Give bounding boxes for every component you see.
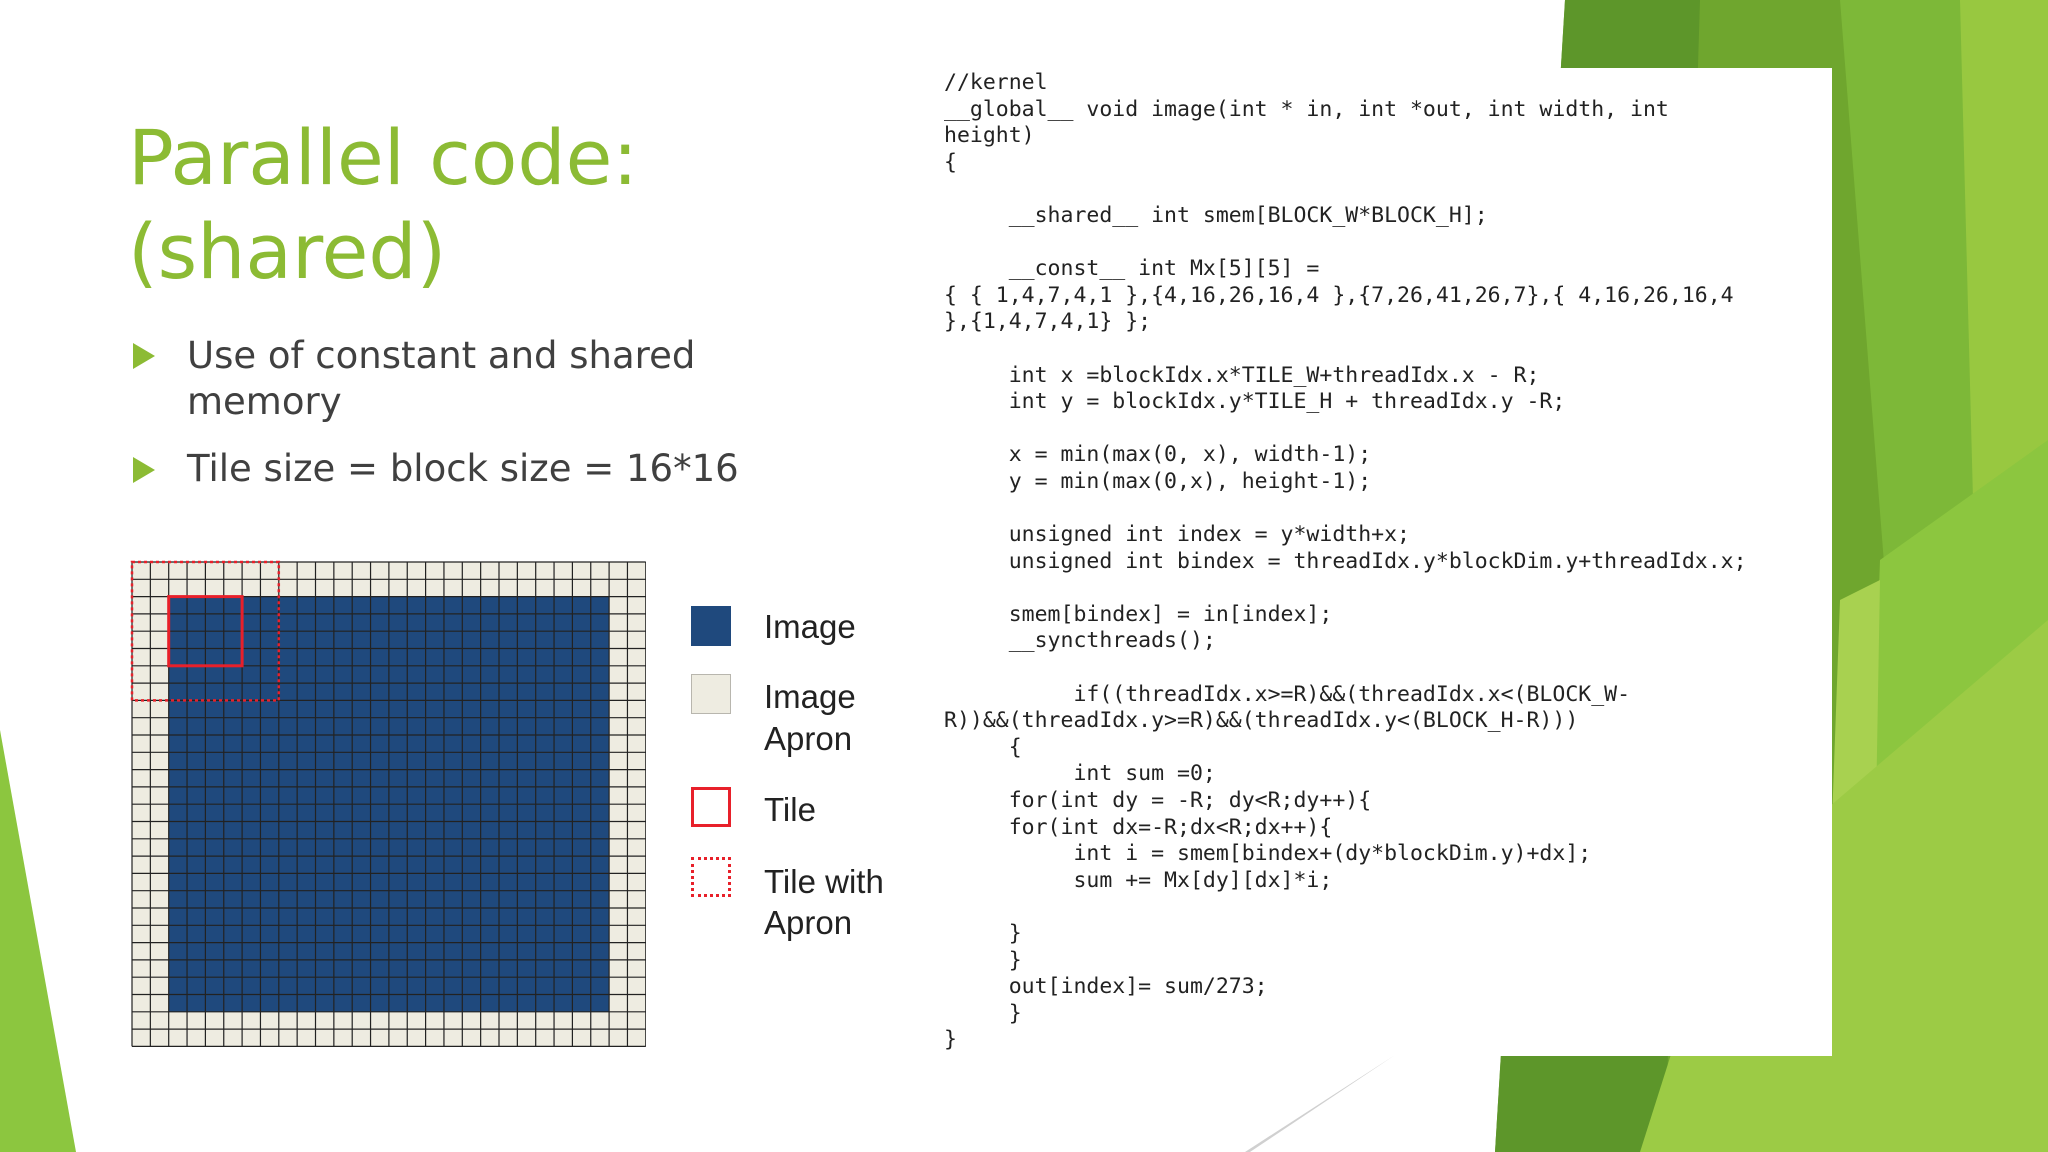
code-panel [926,68,1832,1056]
bullet-1-line-1: Use of constant and shared [187,334,696,377]
bullet-arrow-icon [133,457,155,483]
legend-tile-apron-swatch [691,857,731,897]
tile-with-apron-outline [130,560,281,702]
legend-image-swatch [691,606,731,646]
legend-apron-label-line-2: Apron [764,720,853,757]
slide-title-line-2: (shared) [128,207,447,296]
grid-lines [131,561,646,1047]
legend-tile-label: Tile [764,791,816,828]
bullet-2-line-1: Tile size = block size = 16*16 [187,447,739,490]
bullet-1-line-2: memory [187,380,342,423]
tile-grid-diagram [130,560,646,1047]
legend-tile-swatch [691,787,731,827]
legend-image-label: Image [764,608,856,645]
legend-tile-apron-label-line-2: Apron [764,904,853,941]
bullet-arrow-icon [133,343,155,369]
legend-tile-apron-label-line-1: Tile with [764,863,884,900]
tile-outline [167,595,244,668]
legend-apron-swatch [691,674,731,714]
legend-apron-label-line-1: Image [764,678,856,715]
kernel-code-listing: //kernel __global__ void image(int * in,… [944,70,1747,1053]
slide-title-line-1: Parallel code: [128,113,638,202]
